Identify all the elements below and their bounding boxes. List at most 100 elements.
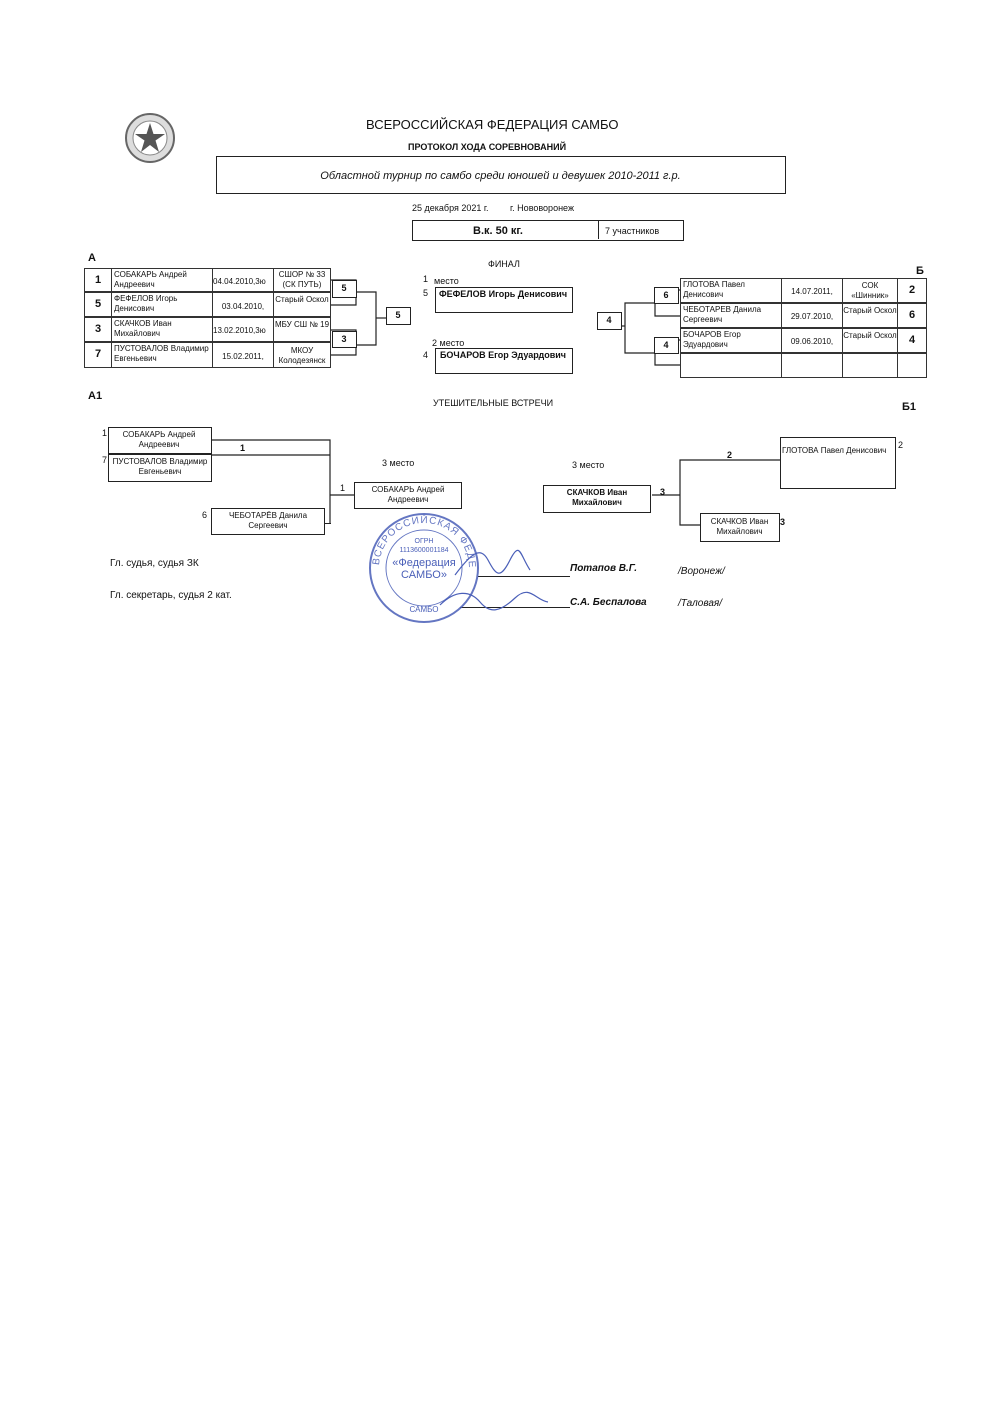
pool-a-name: ФЕФЕЛОВ Игорь Денисович <box>111 292 213 317</box>
a1-p3-box: ЧЕБОТАРЁВ Данила Сергеевич <box>211 508 325 535</box>
b1-winner-name: СКАЧКОВ Иван Михайлович <box>566 488 628 507</box>
a1-p3-seed: 6 <box>202 510 208 520</box>
b1-winner-box: СКАЧКОВ Иван Михайлович <box>543 485 651 513</box>
pool-b-no: 4 <box>897 328 927 353</box>
b1-third-label: 3 место <box>572 460 605 470</box>
tournament-box: Областной турнир по самбо среди юношей и… <box>216 156 786 194</box>
pool-a-club: СШОР № 33 (СК ПУТЬ) <box>273 268 331 292</box>
judge-title: Гл. судья, судья ЗК <box>110 558 199 569</box>
stamp-bottom: САМБО <box>409 605 439 614</box>
a1-p3-connector <box>324 523 331 525</box>
judge-name: Потапов В.Г. <box>570 563 638 574</box>
b1-label: Б1 <box>902 401 917 413</box>
a1-p1-seed: 1 <box>102 428 108 438</box>
a1-p1-name: СОБАКАРЬ Андрей Андреевич <box>122 430 196 449</box>
pool-a-r1-bottom: 3 <box>332 331 357 348</box>
participants-count: 7 участников <box>605 226 660 236</box>
final-title: ФИНАЛ <box>488 259 520 269</box>
pool-a-r2: 5 <box>386 307 411 325</box>
pool-a-name: СОБАКАРЬ Андрей Андреевич <box>111 268 213 292</box>
pool-b-dob: 09.06.2010, <box>781 328 843 353</box>
pool-b-club: Старый Оскол <box>842 328 898 353</box>
pool-a-club: МБУ СШ № 19 <box>273 317 331 342</box>
pool-b-label: Б <box>916 265 924 277</box>
pool-b-no: 6 <box>897 303 927 328</box>
second-place-seed: 4 <box>423 350 429 360</box>
first-place-name: ФЕФЕЛОВ Игорь Денисович <box>438 289 568 299</box>
first-place-box: ФЕФЕЛОВ Игорь Денисович <box>435 287 573 313</box>
b1-winner-seed: 3 <box>660 487 666 497</box>
pool-a-label: А <box>88 252 96 264</box>
pool-a-no: 5 <box>84 292 112 317</box>
weight-divider <box>598 221 599 239</box>
pool-a-club: Старый Оскол <box>273 292 331 317</box>
b1-p2-name: СКАЧКОВ Иван Михайлович <box>710 517 769 536</box>
secretary-title: Гл. секретарь, судья 2 кат. <box>110 590 232 601</box>
pool-a-club: МКОУ Колодезянск <box>273 342 331 368</box>
a1-winner-seed: 1 <box>340 483 346 493</box>
b1-p2-box: СКАЧКОВ Иван Михайлович <box>700 513 780 542</box>
pool-a-no: 3 <box>84 317 112 342</box>
b1-p2-seed: 3 <box>780 517 786 527</box>
pool-b-r2: 4 <box>597 312 622 330</box>
pool-a-dob: 15.02.2011, <box>212 342 274 368</box>
pool-a-name: ПУСТОВАЛОВ Владимир Евгеньевич <box>111 342 213 368</box>
pool-b-r1-bottom: 4 <box>654 337 679 354</box>
judge-signature-line <box>478 576 570 577</box>
a1-p2-seed: 7 <box>102 455 108 465</box>
pool-b-name: ГЛОТОВА Павел Денисович <box>680 278 782 303</box>
a1-winner-box: СОБАКАРЬ Андрей Андреевич <box>354 482 462 509</box>
weight-class: В.к. 50 кг. <box>473 225 523 237</box>
pool-b-empty-row <box>680 353 782 378</box>
official-stamp: ВСЕРОССИЙСКАЯ ФЕДЕРАЦИЯ ОГРН 11136000011… <box>365 512 483 624</box>
b1-p1-box: ГЛОТОВА Павел Денисович <box>780 437 896 489</box>
pool-b-no: 2 <box>897 278 927 303</box>
pool-a-name: СКАЧКОВ Иван Михайлович <box>111 317 213 342</box>
judge-city: /Воронеж/ <box>678 566 725 577</box>
pool-b-dob: 14.07.2011, <box>781 278 843 303</box>
pool-b-empty-row <box>842 353 898 378</box>
pool-a-no: 7 <box>84 342 112 368</box>
pool-b-empty-row <box>897 353 927 378</box>
federation-logo <box>124 112 176 164</box>
b1-p1-seed: 2 <box>898 440 904 450</box>
a1-third-label: 3 место <box>382 458 415 468</box>
a1-w1: 1 <box>240 443 246 453</box>
consolation-title: УТЕШИТЕЛЬНЫЕ ВСТРЕЧИ <box>433 398 554 408</box>
a1-p2-box: ПУСТОВАЛОВ Владимир Евгеньевич <box>108 454 212 482</box>
pool-a-dob: 13.02.2010,3ю <box>212 317 274 342</box>
secretary-name: С.А. Беспалова <box>570 597 647 608</box>
pool-b-club: СОК «Шинник» <box>842 278 898 303</box>
pool-a-r1-top: 5 <box>332 280 357 298</box>
stamp-ogrn-label: ОГРН <box>414 538 434 545</box>
second-place-name: БОЧАРОВ Егор Эдуардович <box>439 350 567 360</box>
event-date: 25 декабря 2021 г. <box>412 203 489 213</box>
protocol-title: ПРОТОКОЛ ХОДА СОРЕВНОВАНИЙ <box>408 142 567 152</box>
pool-b-dob: 29.07.2010, <box>781 303 843 328</box>
a1-winner-name: СОБАКАРЬ Андрей Андреевич <box>371 485 445 504</box>
tournament-title: Областной турнир по самбо среди юношей и… <box>320 170 681 182</box>
pool-a-dob: 04.04.2010,3ю <box>212 268 274 292</box>
federation-title: ВСЕРОССИЙСКАЯ ФЕДЕРАЦИЯ САМБО <box>366 117 619 132</box>
b1-p1-name: ГЛОТОВА Павел Денисович <box>782 446 887 455</box>
a1-p2-name: ПУСТОВАЛОВ Владимир Евгеньевич <box>112 457 208 476</box>
weight-class-box: В.к. 50 кг. 7 участников <box>412 220 684 241</box>
stamp-ogrn: 1113600001184 <box>399 547 449 554</box>
pool-b-empty-row <box>781 353 843 378</box>
pool-b-r1-top: 6 <box>654 287 679 304</box>
a1-label: А1 <box>88 390 103 402</box>
pool-b-name: БОЧАРОВ Егор Эдуардович <box>680 328 782 353</box>
secretary-city: /Таловая/ <box>678 598 722 609</box>
a1-p3-name: ЧЕБОТАРЁВ Данила Сергеевич <box>228 511 308 530</box>
first-place-seed: 5 <box>423 288 429 298</box>
pool-b-name: ЧЕБОТАРЕВ Данила Сергеевич <box>680 303 782 328</box>
stamp-center: «Федерация САМБО» <box>392 557 456 581</box>
second-place-box: БОЧАРОВ Егор Эдуардович <box>435 348 573 374</box>
b1-w1: 2 <box>727 450 733 460</box>
second-place-label: 2 место <box>432 338 465 348</box>
pool-b-club: Старый Оскол <box>842 303 898 328</box>
pool-a-no: 1 <box>84 268 112 292</box>
pool-a-dob: 03.04.2010, <box>212 292 274 317</box>
